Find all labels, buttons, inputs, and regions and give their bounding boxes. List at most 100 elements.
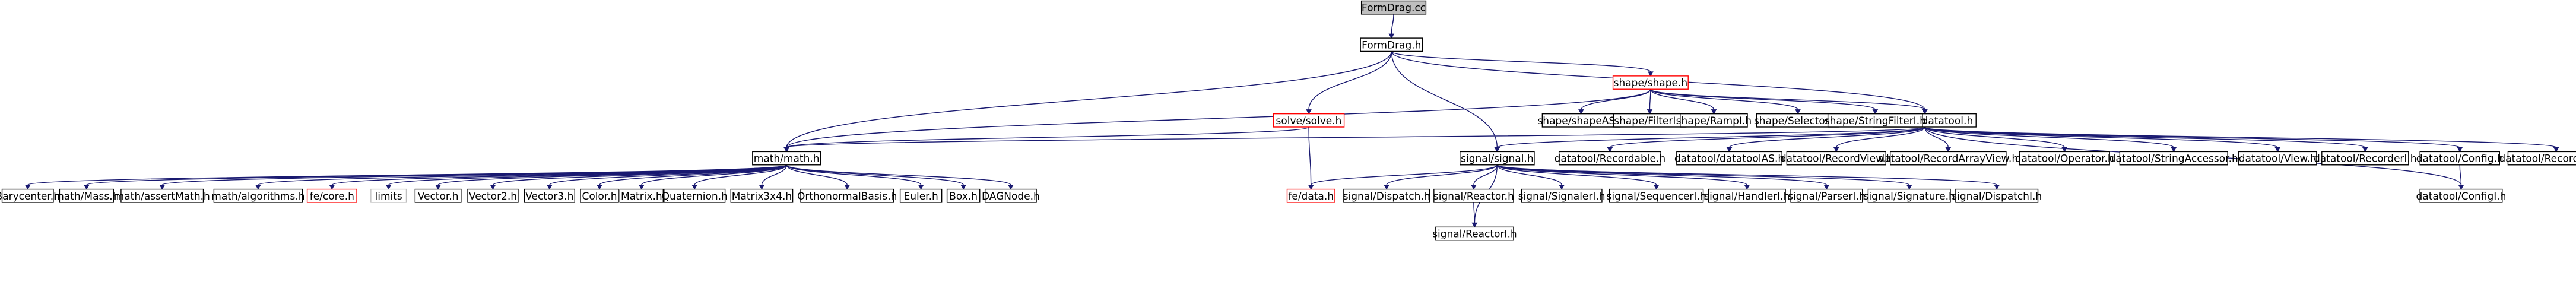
file-node-label: signal/ReactorI.h <box>1432 229 1517 240</box>
file-node-dispatch[interactable]: signal/Dispatch.h <box>1343 188 1430 203</box>
file-node-dagnode[interactable]: DAGNode.h <box>982 188 1040 203</box>
include-edge <box>597 164 787 190</box>
include-edge <box>1833 126 1925 153</box>
include-edge-line <box>786 88 1651 148</box>
file-node-datatoolAS[interactable]: datatool/datatoolAS.h <box>1674 151 1784 166</box>
file-node-euler[interactable]: Euler.h <box>899 188 943 203</box>
file-node-parserI[interactable]: signal/ParserI.h <box>1788 188 1866 203</box>
include-edge <box>1650 88 1717 115</box>
file-node-recordView[interactable]: datatool/RecordView.h <box>1780 151 1893 166</box>
file-node-box[interactable]: Box.h <box>946 188 981 203</box>
file-node-algorithms[interactable]: math/algorithms.h <box>211 188 305 203</box>
include-edge <box>1496 164 1565 190</box>
file-node-barycenter[interactable]: Barycenter.h <box>0 188 60 203</box>
file-node-shape_h[interactable]: shape/shape.h <box>1612 75 1689 90</box>
file-node-label: shape/shapeAS.h <box>1537 115 1625 127</box>
file-node-vector[interactable]: Vector.h <box>414 188 462 203</box>
file-node-box <box>2119 151 2228 166</box>
file-node-math_h[interactable]: math/math.h <box>752 151 821 166</box>
file-node-box <box>1433 188 1514 203</box>
include-edge-line <box>786 126 1309 148</box>
include-edge <box>759 164 787 190</box>
include-edge-line <box>1391 14 1394 34</box>
include-edge <box>1726 126 1925 153</box>
file-node-dispatchI[interactable]: signal/DispatchI.h <box>1952 188 2042 203</box>
include-edge-arrowhead <box>385 185 392 190</box>
include-edge-arrowhead <box>960 185 967 190</box>
file-node-color[interactable]: Color.h <box>580 188 619 203</box>
file-node-quaternion[interactable]: Quaternion.h <box>662 188 728 203</box>
file-node-dtConfig[interactable]: datatool/Config.h <box>2416 151 2504 166</box>
include-edge-arrowhead <box>1726 147 1733 153</box>
include-edge-arrowhead <box>1607 147 1613 153</box>
file-node-label: solve/solve.h <box>1276 115 1342 127</box>
include-edge-line <box>1311 164 1498 186</box>
include-edge-arrowhead <box>159 185 166 190</box>
include-edge-arrowhead <box>1872 109 1879 115</box>
file-node-box <box>1889 151 2007 166</box>
include-edge-arrowhead <box>1471 185 1477 190</box>
include-edge-line <box>786 164 964 186</box>
file-node-signalerI[interactable]: signal/SignalerI.h <box>1518 188 1606 203</box>
include-edge-line <box>599 164 787 186</box>
file-node-reactor[interactable]: signal/Reactor.h <box>1433 188 1514 203</box>
include-edge <box>786 164 1014 190</box>
file-node-formdrag_h[interactable]: FormDrag.h <box>1360 37 1423 52</box>
file-node-fecore[interactable]: fe/core.h <box>306 188 357 203</box>
include-edge-arrowhead <box>1744 185 1750 190</box>
file-node-recordableI[interactable]: datatool/RecordableI.h <box>2499 151 2576 166</box>
file-node-label: FormDrag.h <box>1362 39 1421 51</box>
file-node-signature[interactable]: signal/Signature.h <box>1864 188 1955 203</box>
include-edge-line <box>1496 126 1925 148</box>
file-node-label: signal/Dispatch.h <box>1343 191 1430 202</box>
file-node-box <box>370 188 407 203</box>
include-edge-arrowhead <box>2274 147 2281 153</box>
file-node-orthonormal[interactable]: OrthonormalBasis.h <box>797 188 897 203</box>
include-edge <box>1650 88 1801 115</box>
file-node-box <box>1558 151 1661 166</box>
include-edge-line <box>86 164 787 186</box>
file-node-fedata[interactable]: fe/data.h <box>1286 188 1335 203</box>
file-node-stringFilterI[interactable]: shape/StringFilterI.h <box>1825 113 1926 128</box>
file-node-label: limits <box>375 191 402 202</box>
file-node-label: math/algorithms.h <box>211 191 304 202</box>
file-node-vector3[interactable]: Vector3.h <box>524 188 576 203</box>
include-edge-arrowhead <box>2457 147 2463 153</box>
file-node-box <box>2419 151 2500 166</box>
file-node-recorderI[interactable]: datatool/RecorderI.h <box>2314 151 2417 166</box>
include-edge-line <box>1924 126 2366 148</box>
file-node-mass[interactable]: math/Mass.h <box>54 188 119 203</box>
file-node-signal_h[interactable]: signal/signal.h <box>1460 151 1535 166</box>
include-edge-line <box>1473 164 1498 185</box>
file-node-filterI[interactable]: shape/FilterI.h <box>1613 113 1687 128</box>
include-edge <box>1471 164 1498 190</box>
file-node-label: signal/DispatchI.h <box>1952 191 2042 202</box>
file-node-dtView[interactable]: datatool/View.h <box>2238 151 2317 166</box>
include-edge-line <box>786 164 922 186</box>
file-node-sequencerI[interactable]: signal/SequencerI.h <box>1607 188 1706 203</box>
file-node-matrix3x4[interactable]: Matrix3x4.h <box>730 188 794 203</box>
file-node-matrix[interactable]: Matrix.h <box>619 188 664 203</box>
file-node-assertMath[interactable]: math/assertMath.h <box>115 188 210 203</box>
include-edge-arrowhead <box>597 185 602 190</box>
include-edge-arrowhead <box>435 185 441 190</box>
file-node-root[interactable]: FormDrag.cc <box>1360 0 1427 15</box>
file-node-recordable[interactable]: datatool/Recordable.h <box>1555 151 1666 166</box>
file-node-stringAccessor[interactable]: datatool/StringAccessor.h <box>2109 151 2238 166</box>
file-node-rampI[interactable]: shape/RampI.h <box>1676 113 1752 128</box>
file-node-handlerI[interactable]: signal/HandlerI.h <box>1704 188 1790 203</box>
file-node-vector2[interactable]: Vector2.h <box>467 188 519 203</box>
file-node-recordArrayView[interactable]: datatool/RecordArrayView.h <box>1878 151 2018 166</box>
include-edge-line <box>1391 51 1498 148</box>
file-node-box <box>664 188 726 203</box>
file-node-box <box>2019 151 2110 166</box>
file-node-dtOperator[interactable]: datatool/Operator.h <box>2015 151 2114 166</box>
include-edge <box>1494 126 1925 153</box>
file-node-shapeAS[interactable]: shape/shapeAS.h <box>1537 113 1625 128</box>
file-node-solve_h[interactable]: solve/solve.h <box>1273 113 1345 128</box>
file-node-configI[interactable]: datatool/ConfigI.h <box>2416 188 2506 203</box>
include-edge <box>1471 202 1478 228</box>
include-edge <box>1496 164 1750 190</box>
file-node-box <box>752 151 821 166</box>
file-node-reactorI[interactable]: signal/ReactorI.h <box>1432 226 1517 241</box>
